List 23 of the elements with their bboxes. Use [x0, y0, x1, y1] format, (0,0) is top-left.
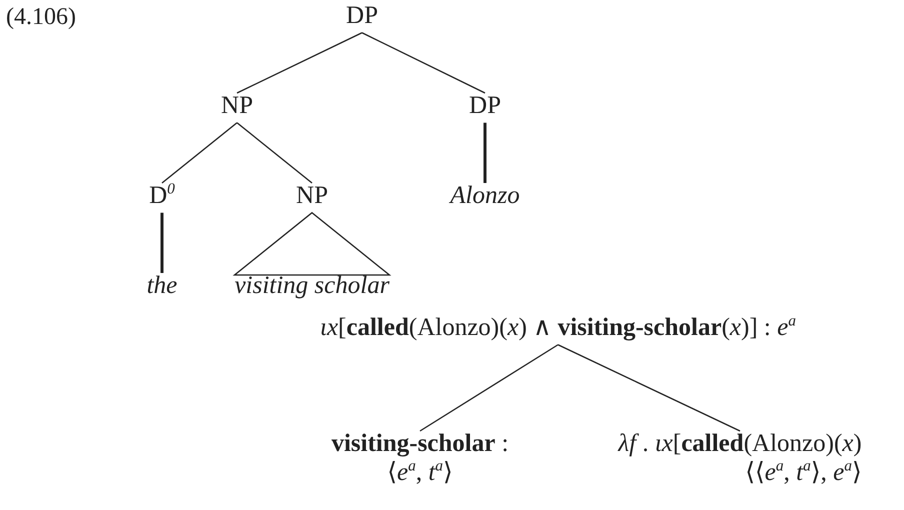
tree-branch	[236, 122, 312, 184]
tree-branch	[484, 122, 486, 183]
word-label: visiting scholar	[234, 272, 390, 301]
word-label: Alonzo	[450, 182, 520, 211]
formula-text: λf . ιx[called(Alonzo)(x)	[618, 430, 862, 459]
type-text: ⟨e$^{a}$, t$^{a}$⟩	[387, 458, 453, 488]
formula-text: ιx[called(Alonzo)(x) ∧ visiting-scholar(x)] : e$^{a}$	[320, 314, 796, 343]
phrase-label: NP	[296, 182, 328, 211]
head-label: D$^{0}$	[149, 182, 175, 211]
triangle-branch	[232, 212, 392, 276]
phrase-label: DP	[346, 2, 378, 31]
tree-branch	[420, 344, 558, 432]
formula-text: visiting-scholar :	[331, 430, 509, 459]
type-text: ⟨⟨e$^{a}$, t$^{a}$⟩, e$^{a}$⟩	[745, 458, 862, 488]
tree-branch	[362, 32, 486, 94]
tree-branch	[236, 32, 362, 94]
phrase-label: NP	[221, 92, 253, 121]
tree-branch	[162, 122, 238, 184]
phrase-label: DP	[469, 92, 501, 121]
word-label: the	[146, 272, 178, 301]
tree-branch	[160, 212, 164, 273]
example-number: (4.106)	[6, 4, 76, 31]
tree-branch	[558, 344, 740, 432]
